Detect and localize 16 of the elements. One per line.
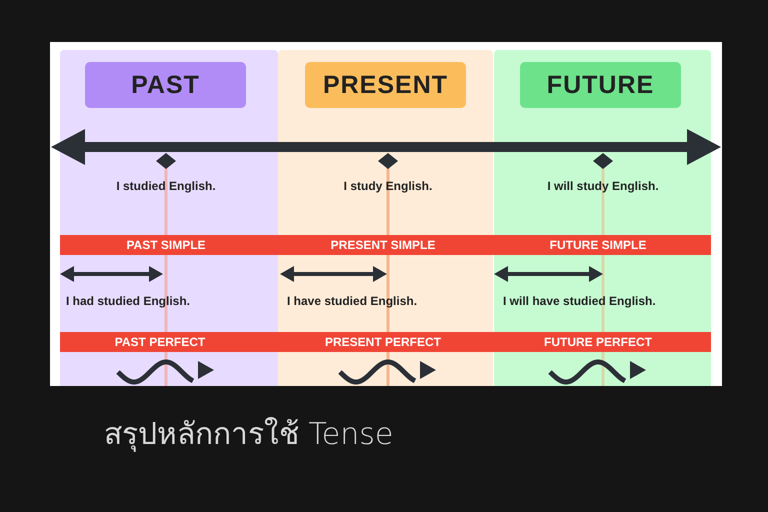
example-sentence: I studied English.	[116, 179, 216, 193]
heading-box: FUTURE	[520, 62, 681, 108]
caption: สรุปหลักการใช้ Tense	[104, 416, 394, 454]
tense-name: FUTURE PERFECT	[544, 335, 652, 349]
example-sentence: I study English.	[344, 179, 432, 193]
tense-name: FUTURE SIMPLE	[550, 238, 646, 252]
tense-name: PRESENT SIMPLE	[330, 238, 436, 252]
example-sentence: I have studied English.	[287, 294, 418, 308]
example-sentence: I will study English.	[547, 179, 659, 193]
tense-name: PAST PERFECT	[114, 335, 206, 349]
example-sentence: I had studied English.	[66, 294, 190, 308]
heading-box: PRESENT	[305, 62, 466, 108]
heading-box: PAST	[85, 62, 246, 108]
tense-name: PAST SIMPLE	[126, 238, 206, 252]
example-sentence: I will have studied English.	[503, 294, 656, 308]
tense-name: PRESENT PERFECT	[325, 335, 441, 349]
